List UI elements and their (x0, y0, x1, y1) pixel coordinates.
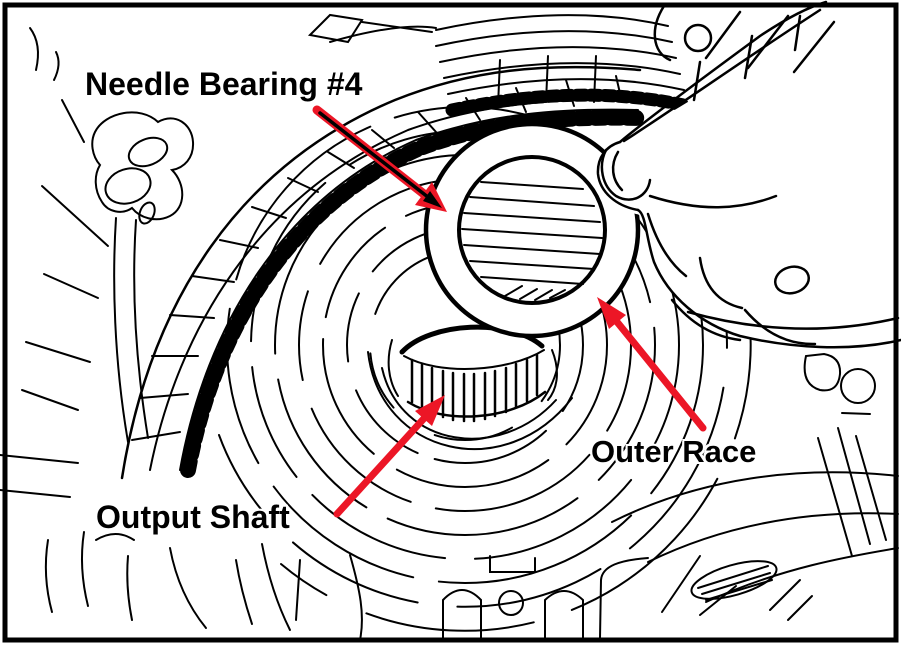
plate-stack (307, 13, 695, 117)
left-casing-details (0, 27, 195, 498)
output-shaft-arrow-icon (333, 395, 445, 518)
hand (596, 0, 901, 351)
ring-interior-lines (461, 181, 603, 301)
needle-bearing-arrow-icon (312, 105, 447, 212)
needle-bearing-label: Needle Bearing #4 (85, 66, 363, 102)
outer-race-label: Outer Race (591, 434, 757, 469)
outer-race-arrow-icon (597, 297, 707, 432)
bottom-casing-details (44, 471, 899, 641)
output-shaft-label: Output Shaft (96, 499, 290, 535)
bearing-ring (423, 121, 641, 339)
